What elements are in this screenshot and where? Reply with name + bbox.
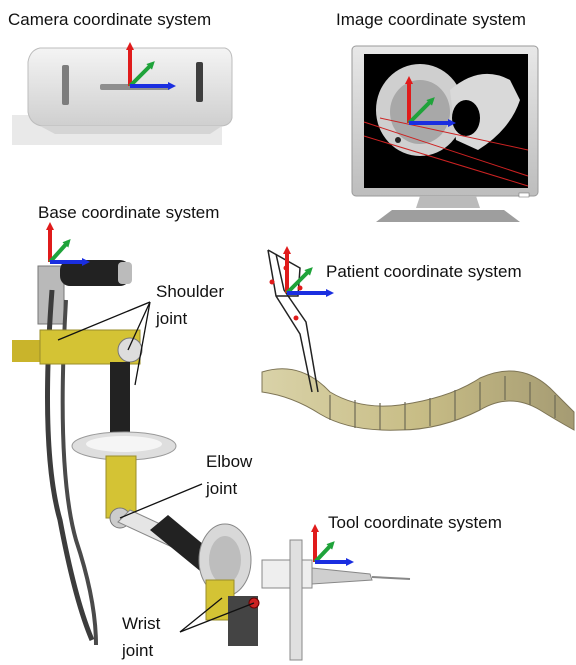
elbow-joint-label-line2: joint	[206, 479, 237, 499]
shoulder-joint-label-line2: joint	[156, 309, 187, 329]
wrist-joint-label-line2: joint	[122, 641, 153, 661]
patient-coordinate-axes	[287, 250, 330, 293]
elbow-joint-label-line1: Elbow	[206, 452, 252, 472]
tool-coordinate-label: Tool coordinate system	[328, 513, 502, 533]
patient-coordinate-label: Patient coordinate system	[326, 262, 522, 282]
tracking-camera-illustration	[12, 48, 232, 145]
camera-coordinate-label: Camera coordinate system	[8, 10, 211, 30]
tool-coordinate-axes	[315, 528, 350, 562]
shoulder-joint-label-line1: Shoulder	[156, 282, 224, 302]
base-coordinate-axes	[50, 226, 86, 262]
image-coordinate-label: Image coordinate system	[336, 10, 526, 30]
wrist-joint-label-line1: Wrist	[122, 614, 160, 634]
base-coordinate-label: Base coordinate system	[38, 203, 219, 223]
